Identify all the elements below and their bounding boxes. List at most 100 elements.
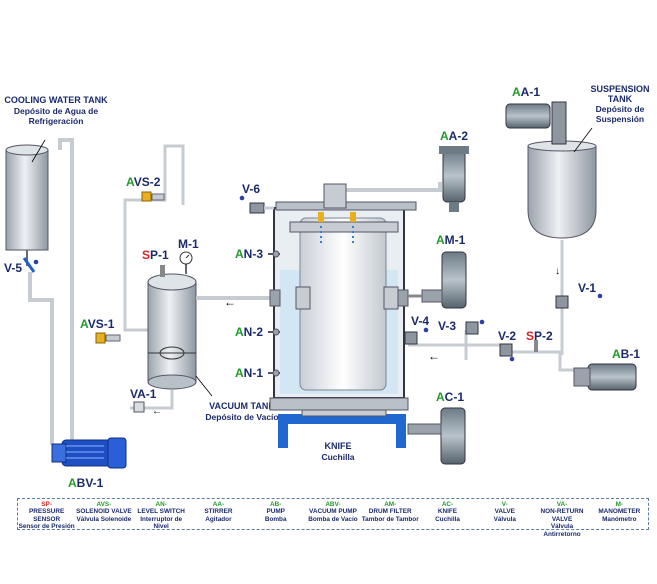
tag-v1: V-1 [578,281,596,295]
legend-name: SOLENOID VALVE [76,508,132,516]
legend-name: DRUM FILTER [368,508,412,516]
tag-abv1: ABV-1 [68,476,104,490]
cooling-tank-title: COOLING WATER TANK [4,95,108,105]
suspension-tank-title-2: TANK [608,94,633,104]
legend-name-es: Válvula [493,515,516,523]
knife-stand [278,409,406,448]
legend-code: VA- [556,501,568,508]
legend-name-es: Bomba de Vacío [308,515,358,523]
tag-aa2: AA-2 [440,129,468,143]
tag-an2: AN-2 [235,325,263,339]
suspension-tank-title-1: SUSPENSION [590,84,649,94]
legend-name-es: Válvula Antirretorno [543,523,581,538]
legend-code: AVS- [96,501,112,508]
solenoid-valve-avs2[interactable] [141,191,165,202]
legend-code: AC- [441,501,454,508]
tag-sp1: SP-1 [142,248,169,262]
cooling-water-tank [5,144,49,266]
tag-an1: AN-1 [235,366,263,380]
tag-avs2: AVS-2 [126,175,161,189]
stirrer-motor-aa2 [439,146,469,212]
tag-v2: V-2 [498,329,516,343]
legend-name-es: Agitador [205,515,232,523]
tag-v4: V-4 [411,314,429,328]
knife-motor-ac1 [407,407,466,465]
legend-code: ABV- [325,501,341,508]
legend-name: MANOMETER [598,508,641,516]
legend-code: AB- [270,501,282,508]
level-switch-an3 [268,250,280,258]
tag-ac1: AC-1 [436,390,464,404]
cooling-tank-subtitle-1: Depósito de Agua de [14,106,98,116]
knife-subtitle: Cuchilla [321,452,354,462]
legend-name-es: Manómetro [602,515,637,523]
arrow-vacuum-line: ← [224,295,236,309]
legend-name: KNIFE [437,508,458,516]
suspension-tank [527,140,597,355]
legend-code: AM- [384,501,397,508]
legend-name: PUMP [266,508,285,516]
legend-name-es: Tambor de Tambor [361,515,419,523]
cooling-tank-subtitle-2: Refrigeración [29,116,84,126]
stirrer-motor-aa1 [505,101,567,145]
tag-v3: V-3 [438,319,456,333]
vacuum-pump-abv1 [51,437,127,469]
valve-v3[interactable] [465,319,485,335]
legend-code: V- [501,501,508,508]
arrow-suspension-out: ↓ [555,266,560,277]
tag-v5: V-5 [4,261,22,275]
pressure-sensor-sp2 [534,340,538,352]
valve-v5[interactable] [22,257,39,273]
knife-title: KNIFE [325,441,352,451]
legend-code: M- [615,501,624,508]
tag-avs1: AVS-1 [80,317,115,331]
legend-code: SP- [41,501,52,508]
suspension-tank-subtitle-1: Depósito de [596,104,645,114]
legend-name-es: Interruptor de Nivel [140,515,183,531]
legend-name: NON-RETURN VALVE [540,508,584,523]
tag-ab1: AB-1 [612,347,640,361]
tag-sp2: SP-2 [526,329,553,343]
valve-v1[interactable] [555,293,603,309]
legend-name-es: Cuchilla [435,515,460,523]
arrow-va1: ← [152,406,162,417]
tag-an3: AN-3 [235,247,263,261]
legend-name: STIRRER [204,508,233,516]
legend-name: LEVEL SWITCH [137,508,185,516]
tag-m1: M-1 [178,237,199,251]
tag-aa1: AA-1 [512,85,540,99]
spray-nozzles [318,212,356,244]
legend-code: AN- [155,501,167,508]
legend-name: PRESSURE SENSOR [29,508,65,523]
vacuum-tank [147,273,197,390]
legend-name-es: Sensor de Presión [18,523,75,531]
solenoid-valve-avs1[interactable] [95,332,121,344]
vacuum-tank-subtitle: Depósito de Vacío [205,412,278,422]
legend-name-es: Bomba [264,515,287,523]
drum-filter [269,217,409,391]
arrow-feed-line: ← [428,349,440,363]
manometer-m1 [179,251,193,274]
level-switch-an1 [268,369,280,377]
valve-v6[interactable] [239,195,274,214]
valve-v2[interactable] [499,343,515,362]
level-switch-an2 [268,328,280,336]
valve-v4[interactable] [404,327,429,345]
pump-ab1 [573,363,637,391]
pressure-sensor-sp1 [160,265,165,277]
tag-am1: AM-1 [436,233,466,247]
legend-name: VALVE [494,508,515,516]
non-return-valve-va1[interactable] [133,401,145,413]
